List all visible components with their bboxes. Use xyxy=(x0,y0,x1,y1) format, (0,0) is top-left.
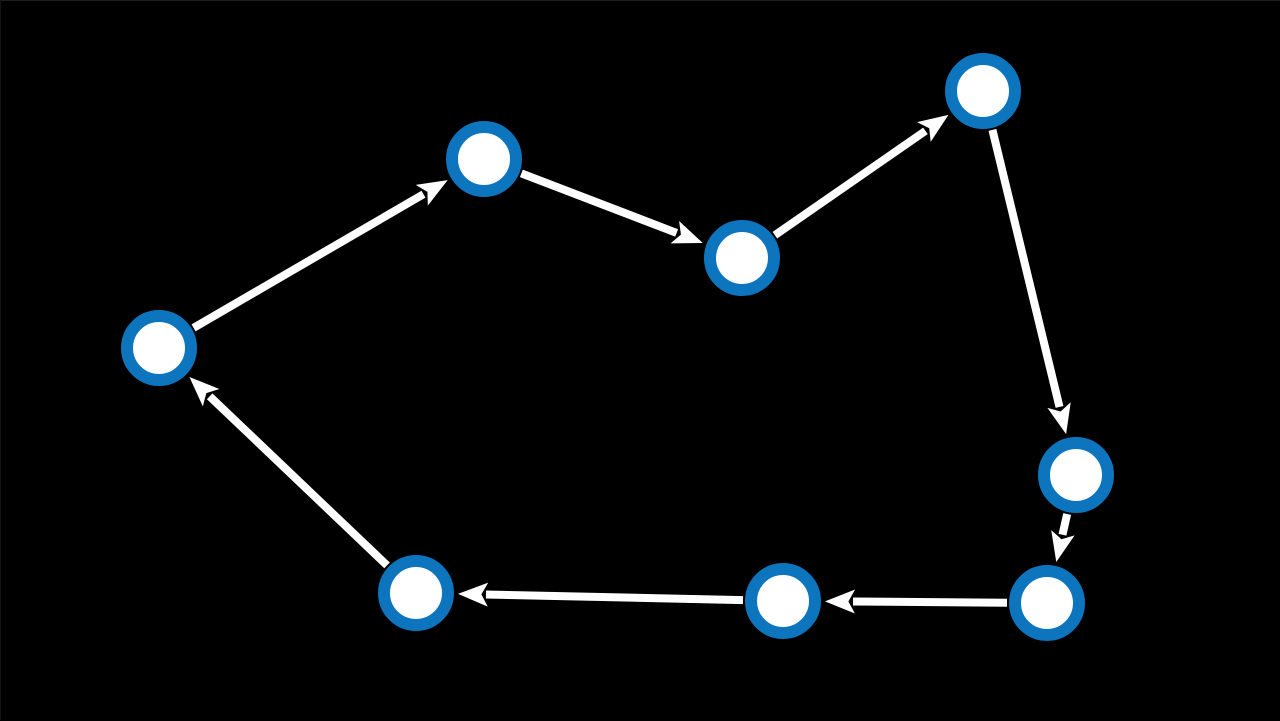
edge-line xyxy=(988,128,1064,408)
graph-node[interactable] xyxy=(704,220,780,296)
graph-node[interactable] xyxy=(745,563,821,639)
edge-arrowhead-icon xyxy=(415,180,448,206)
graph-node[interactable] xyxy=(945,53,1021,129)
edge-line xyxy=(191,190,426,332)
edge-line xyxy=(1058,513,1072,536)
edge-arrowhead-icon xyxy=(824,589,856,614)
graph-node[interactable] xyxy=(1038,437,1114,513)
node-layer xyxy=(121,53,1114,641)
edge-arrowhead-icon xyxy=(916,114,949,142)
graph-node[interactable] xyxy=(378,555,454,631)
graph-node[interactable] xyxy=(446,121,522,197)
edge-line xyxy=(485,590,744,605)
edge-line xyxy=(206,393,390,569)
edge-arrowhead-icon xyxy=(670,221,703,244)
graph-node[interactable] xyxy=(121,310,197,386)
edge-arrowhead-icon xyxy=(457,582,489,607)
edge-layer xyxy=(189,114,1075,614)
edge-line xyxy=(519,169,679,237)
edge-line xyxy=(852,597,1008,607)
edge-arrowhead-icon xyxy=(1051,530,1075,563)
edge-line xyxy=(772,127,928,239)
graph-node[interactable] xyxy=(1009,565,1085,641)
edge-arrowhead-icon xyxy=(189,376,220,407)
edge-arrowhead-icon xyxy=(1047,402,1071,435)
